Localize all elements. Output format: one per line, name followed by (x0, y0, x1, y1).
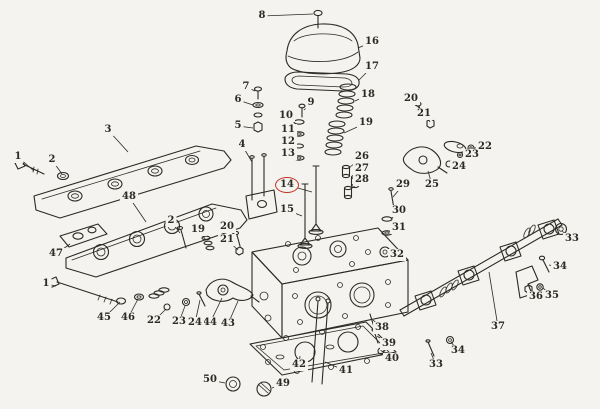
callout-4: 4 (236, 139, 248, 151)
callout-48: 48 (120, 191, 138, 203)
callout-1: 1 (12, 151, 24, 163)
callout-23: 23 (463, 149, 481, 161)
callout-13: 13 (279, 148, 297, 160)
callout-5: 5 (232, 120, 244, 132)
callout-20: 20 (402, 93, 420, 105)
right-fasteners (515, 255, 550, 299)
rocker-shaft (399, 218, 568, 317)
callout-41: 41 (337, 365, 355, 377)
callout-33: 33 (563, 233, 581, 245)
callout-30: 30 (390, 205, 408, 217)
leader-line-8 (261, 13, 314, 17)
callout-17: 17 (363, 61, 381, 73)
callout-21-2: 21 (218, 234, 236, 246)
valve-cover (285, 23, 361, 75)
callout-27: 27 (353, 163, 371, 175)
callout-47: 47 (47, 248, 65, 260)
upper-manifold (33, 145, 232, 219)
callout-2-2: 2 (165, 215, 177, 227)
callout-22-2: 22 (145, 315, 163, 327)
lower-manifold (65, 203, 248, 278)
valve-spring-inner (324, 120, 346, 156)
manifold-gasket (59, 223, 108, 248)
callout-23-2: 23 (170, 316, 188, 328)
callout-50: 50 (201, 374, 219, 386)
callout-9: 9 (305, 97, 317, 109)
callout-35: 35 (543, 290, 561, 302)
callout-1-2: 1 (40, 278, 52, 290)
callout-16: 16 (363, 36, 381, 48)
callout-19: 19 (357, 117, 375, 129)
callout-49: 49 (274, 378, 292, 390)
callout-36: 36 (527, 291, 545, 303)
callout-7: 7 (240, 81, 252, 93)
callout-29: 29 (394, 179, 412, 191)
callout-10: 10 (277, 110, 295, 122)
callout-31: 31 (390, 222, 408, 234)
valve-spring-outer (335, 83, 357, 119)
callout-19-2: 19 (189, 224, 207, 236)
callout-11: 11 (279, 124, 297, 136)
callout-42: 42 (290, 359, 308, 371)
callout-26: 26 (353, 151, 371, 163)
callout-14: 14 (275, 177, 299, 193)
callout-15: 15 (278, 204, 296, 216)
callout-8: 8 (256, 10, 268, 22)
bottom-right-fasteners (425, 335, 455, 357)
callout-20-2: 20 (218, 221, 236, 233)
callout-32: 32 (388, 249, 406, 261)
callout-12: 12 (279, 136, 297, 148)
callout-46: 46 (119, 312, 137, 324)
leader-line-37 (488, 271, 499, 328)
callout-25: 25 (423, 179, 441, 191)
callout-38: 38 (373, 322, 391, 334)
callout-34: 34 (551, 261, 569, 273)
valves (297, 165, 324, 249)
callout-40: 40 (383, 353, 401, 365)
callout-6: 6 (232, 94, 244, 106)
callout-34-2: 34 (449, 345, 467, 357)
callout-43: 43 (219, 318, 237, 330)
callout-3: 3 (102, 124, 114, 136)
manifold-washer (56, 171, 70, 181)
callout-39: 39 (380, 338, 398, 350)
head-stud-and-washers (379, 187, 395, 258)
core-plugs (225, 376, 272, 397)
callout-28: 28 (353, 174, 371, 186)
callout-24: 24 (450, 161, 468, 173)
callout-45: 45 (95, 312, 113, 324)
top-cover-bolt (313, 9, 323, 29)
callout-44: 44 (201, 317, 219, 329)
callout-2: 2 (46, 154, 58, 166)
callout-21: 21 (415, 108, 433, 120)
callout-18: 18 (359, 89, 377, 101)
callout-37: 37 (489, 321, 507, 333)
callout-24-2: 24 (186, 317, 204, 329)
callout-33-2: 33 (427, 359, 445, 371)
cover-studs-and-plate (245, 153, 278, 220)
